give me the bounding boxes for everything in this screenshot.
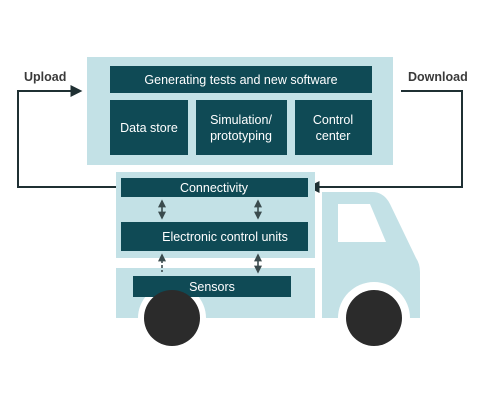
control-center-box	[295, 100, 372, 155]
control-center-label-line1: Control	[313, 113, 353, 127]
simulation-label-line2: prototyping	[210, 129, 272, 143]
data-store-box	[110, 100, 188, 155]
cab-window	[338, 204, 386, 242]
ecu-label: Electronic control units	[162, 230, 288, 244]
data-store-label: Data store	[120, 121, 178, 135]
tests-software-box	[110, 66, 372, 93]
control-center-label-line2: center	[316, 129, 351, 143]
rear-wheel	[144, 290, 200, 346]
upload-arrow	[17, 85, 116, 188]
connectivity-label: Connectivity	[180, 181, 249, 195]
connectivity-box	[121, 178, 308, 197]
upload-label: Upload	[24, 70, 66, 84]
sensors-label: Sensors	[189, 280, 235, 294]
download-arrow	[307, 90, 463, 193]
simulation-label-line1: Simulation/	[210, 113, 272, 127]
download-label: Download	[408, 70, 468, 84]
front-wheel	[346, 290, 402, 346]
ecu-box	[121, 222, 308, 251]
simulation-box	[196, 100, 287, 155]
tests-software-label: Generating tests and new software	[144, 73, 337, 87]
